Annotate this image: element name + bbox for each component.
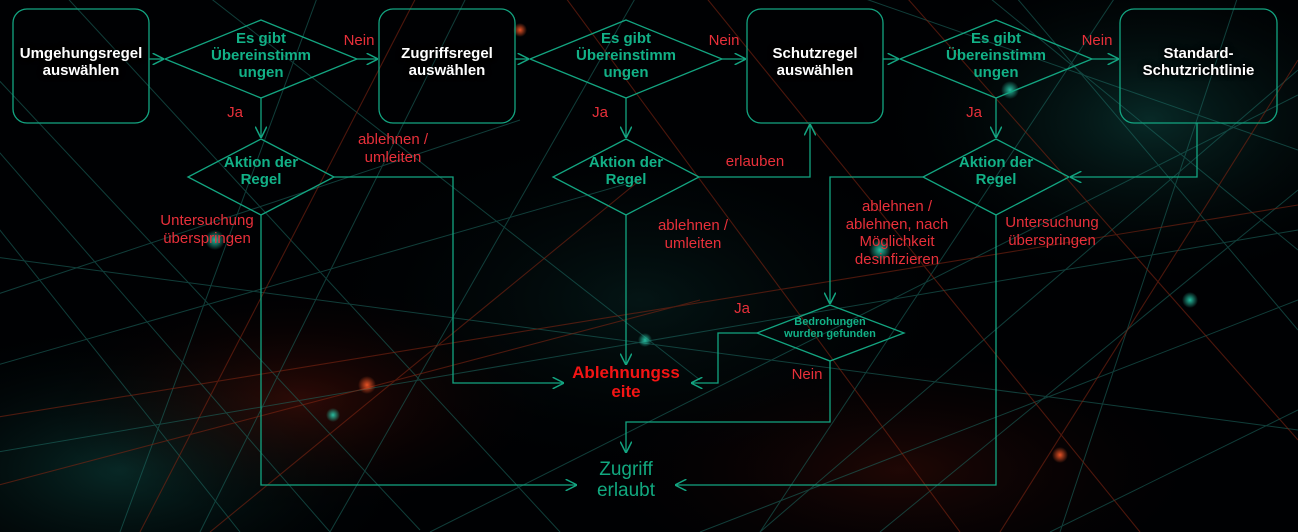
node-zugriff-erlaubt[interactable]: Zugriff erlaubt [596, 459, 656, 502]
edge-label-d2-ja: Ja [592, 104, 608, 121]
node-shape-zugriffsregel [378, 8, 516, 124]
edge-label-d1-nein: Nein [343, 32, 375, 49]
node-rule-action-3[interactable]: Aktion der Regel [958, 154, 1034, 188]
edge-a1-allow [260, 215, 576, 485]
edge-label-d3-nein: Nein [1081, 32, 1113, 49]
edge-n4-a3 [1071, 123, 1198, 177]
node-shape-schutzregel [746, 8, 884, 124]
edge-label-d2-nein: Nein [708, 32, 740, 49]
edge-a3-threats [830, 176, 923, 303]
edge-label-a3-untersuchung-ueberspringen: Untersuchung überspringen [1005, 214, 1099, 249]
edge-label-threats-nein: Nein [791, 366, 823, 383]
edge-a3-allow [676, 215, 997, 485]
edge-a1-deny [334, 176, 563, 383]
node-schutzregel[interactable]: Schutzregel auswählen [772, 45, 858, 79]
edge-threats-ja-deny [692, 332, 757, 383]
edge-label-a2-ablehnen-umleiten: ablehnen / umleiten [657, 217, 729, 252]
edge-label-d3-ja: Ja [966, 104, 982, 121]
node-ablehnungsseite[interactable]: Ablehnungss eite [572, 363, 680, 402]
node-rule-action-1[interactable]: Aktion der Regel [223, 154, 299, 188]
node-match-decision-3[interactable]: Es gibt Übereinstimm ungen [945, 30, 1047, 81]
node-match-decision-2[interactable]: Es gibt Übereinstimm ungen [575, 30, 677, 81]
edge-label-threats-ja: Ja [734, 300, 750, 317]
node-umgehungsregel[interactable]: Umgehungsregel auswählen [19, 45, 143, 79]
edge-label-a1-untersuchung-ueberspringen: Untersuchung überspringen [160, 212, 254, 247]
edge-a2-schutzregel [699, 125, 810, 178]
node-match-decision-1[interactable]: Es gibt Übereinstimm ungen [210, 30, 312, 81]
node-standard-schutzrichtlinie[interactable]: Standard- Schutzrichtlinie [1142, 45, 1255, 79]
node-shape-umgehungsregel [12, 8, 150, 124]
edge-label-a2-erlauben: erlauben [725, 153, 785, 170]
edge-label-d1-ja: Ja [227, 104, 243, 121]
edge-label-a1-ablehnen-umleiten: ablehnen / umleiten [357, 131, 429, 166]
edge-threats-nein-allow [626, 361, 831, 452]
node-rule-action-2[interactable]: Aktion der Regel [588, 154, 664, 188]
node-zugriffsregel[interactable]: Zugriffsregel auswählen [401, 45, 493, 79]
node-threats-found[interactable]: Bedrohungen wurden gefunden [784, 316, 876, 341]
edge-label-a3-ablehnen-desinfizieren: ablehnen / ablehnen, nach Möglichkeit de… [845, 198, 949, 269]
node-shape-standardpolicy [1119, 8, 1278, 124]
